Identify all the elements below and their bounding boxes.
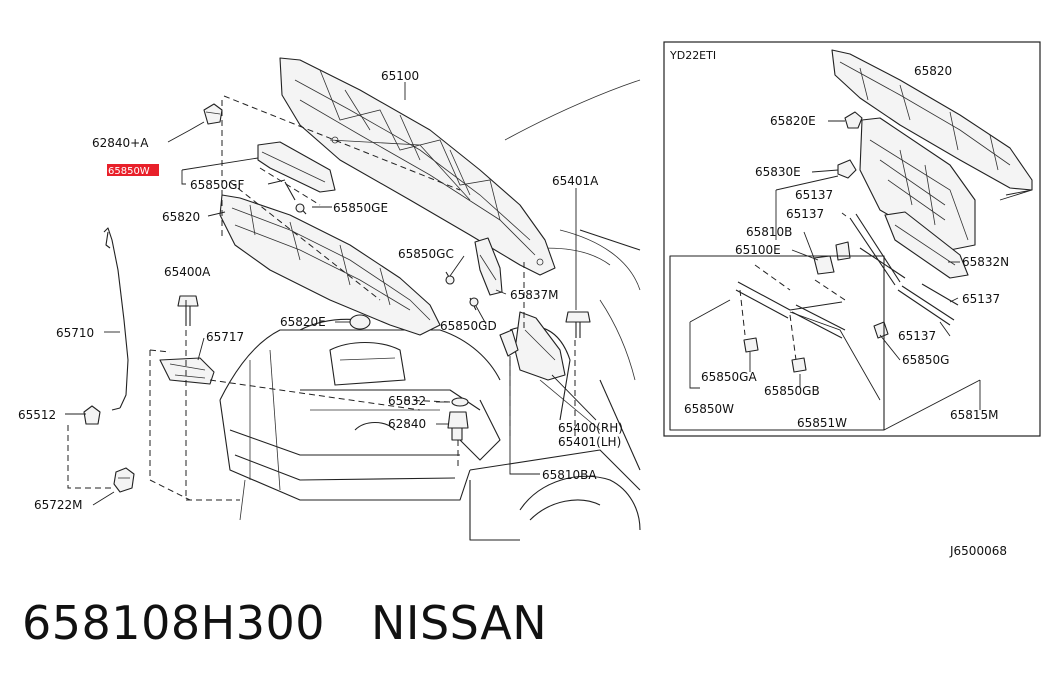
grommet-65722m [113,467,135,493]
inset-label-65815m: 65815M [950,408,999,422]
label-65512: 65512 [18,408,56,422]
part-number: 658108H300 [22,596,325,650]
hood-bumper-62840a [203,103,223,125]
label-65850gd: 65850GD [440,319,497,333]
label-65850ge: 65850GE [333,201,388,215]
label-65717: 65717 [206,330,244,344]
label-65400rh: 65400(RH) [558,421,623,435]
inset-label-65850g: 65850G [902,353,949,367]
inset-label-65850ga: 65850GA [701,370,757,384]
reference-code: J6500068 [949,544,1007,558]
seal-65820e [349,314,371,330]
brand-name: NISSAN [371,596,548,650]
hood-hinge [499,311,566,381]
inset-label-65137-d: 65137 [898,329,936,343]
hood-support-rod [103,227,129,411]
label-62840: 62840 [388,417,426,431]
part-number-footer: 658108H300 NISSAN [22,596,547,650]
inset-label-65137-c: 65137 [962,292,1000,306]
inset-label-65851w: 65851W [797,416,847,430]
inset-label-65850w: 65850W [684,402,734,416]
hood-seal-bracket [257,141,336,215]
label-65401lh: 65401(LH) [558,435,621,449]
inset-panel: YD22ETI [663,41,1041,437]
inset-engine-label: YD22ETI [669,49,716,62]
hood-panel [279,57,556,276]
inset-label-65810b: 65810B [746,225,792,239]
label-62840a: 62840+A [92,136,149,150]
inset-label-65820e: 65820E [770,114,816,128]
label-65100: 65100 [381,69,419,83]
label-65850w-highlighted: 65850W [108,166,150,177]
inset-label-65830e: 65830E [755,165,801,179]
inset-label-65137-a: 65137 [795,188,833,202]
label-65722m: 65722M [34,498,83,512]
hood-lock-65717 [159,357,215,385]
label-65810ba: 65810BA [542,468,597,482]
label-65832: 65832 [388,394,426,408]
label-65710: 65710 [56,326,94,340]
label-65400a: 65400A [164,265,211,279]
hood-insulator [219,194,441,336]
highlight-box [107,164,159,176]
label-65820: 65820 [162,210,200,224]
dashed-guides [67,95,576,501]
inset-label-65100e: 65100E [735,243,781,257]
inset-label-65820: 65820 [914,64,952,78]
label-65850gf: 65850GF [190,178,244,192]
label-65401a: 65401A [552,174,599,188]
leader-lines [65,82,597,506]
label-65850gc: 65850GC [398,247,454,261]
label-65820e: 65820E [280,315,326,329]
bumper-62840 [447,397,469,441]
bolt-65401a [565,311,591,338]
label-65837m: 65837M [510,288,559,302]
inset-label-65850gb: 65850GB [764,384,820,398]
parts-diagram: 65100 62840+A 65850W 65850GF 65850GE 658… [18,41,1041,558]
inset-label-65832n: 65832N [962,255,1009,269]
bolt-65400a [177,295,199,326]
inset-label-65137-b: 65137 [786,207,824,221]
vehicle-body-outline [219,79,641,541]
rod-clip-65512 [83,405,101,425]
